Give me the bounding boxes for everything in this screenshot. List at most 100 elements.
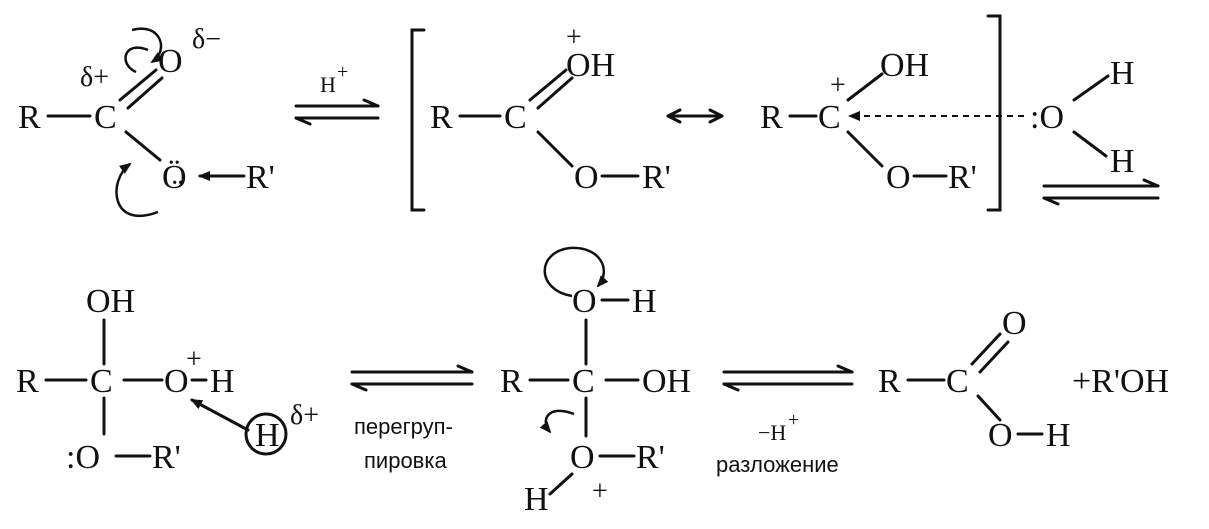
atom-r-prime: R' [152,439,181,476]
bond-c-o-ether [536,130,574,168]
bond-o-h-top [1072,74,1110,102]
charge-plus-o: + [592,476,608,507]
equilibrium-h-plus: H + [294,61,380,126]
circled-h-ring [244,412,288,456]
protonated-ester-a: R C OH + O R' [430,22,671,196]
charge-plus-c: + [830,70,846,101]
arrow-forward-head [362,98,380,108]
atom-oh: OH [642,363,691,400]
atom-h-circled: H [255,417,280,454]
product-alcohol: +R'OH [1072,363,1169,400]
atom-h-bottom: H [524,481,549,518]
bond-c-o-double-1 [528,68,568,102]
charge-delta-plus: δ+ [80,62,109,93]
equilibrium-rearrangement: перегруп- пировка [350,364,474,473]
tetrahedral-intermediate-b: O H R C OH O R' H + [500,246,691,518]
bracket-left [410,28,426,212]
atom-o-hydroxyl: O [988,417,1013,454]
bond-c-o-double-2 [536,76,574,110]
atom-o: O [886,159,911,196]
resonance-head-right [708,108,724,124]
atom-c: C [90,363,113,400]
bond-c-oh [976,394,1002,422]
atom-o-top: O [572,283,597,320]
lone-pair-dots: ¨ [172,173,183,210]
bond-c-oh [846,72,884,102]
charge-plus-o: + [186,344,202,375]
bond-c-o-double-1 [970,332,1002,366]
atom-r-prime: R' [948,159,977,196]
atom-r-prime: R' [636,439,665,476]
curved-arrow-ether [115,162,159,218]
ester-structure: R C δ+ O δ− Ö ¨ R' [18,24,275,218]
atom-r: R [878,363,901,400]
curved-arrow-oh [543,246,609,298]
atom-r: R [500,363,523,400]
atom-c: C [946,363,969,400]
atom-c: C [572,363,595,400]
reagent-h: H [320,72,336,97]
reagent-minus-h: −H [758,420,786,445]
resonance-arrow [666,108,724,124]
arrow-backward-head [350,382,368,392]
atom-h: H [1046,417,1071,454]
reagent-minus-h-sup: + [788,409,799,431]
equilibrium-decomposition: −H + разложение [716,364,854,477]
bond-c-o-double-2 [978,340,1010,374]
atom-o-protonated: O [164,363,189,400]
bond-o-h-bottom [548,472,574,496]
protonated-ester-b: R C + OH O R' [760,47,1024,196]
curved-arrow-carbonyl-top [124,46,149,74]
atom-c: C [504,99,527,136]
atom-r: R [16,363,39,400]
curved-arrow-cleavage [539,409,575,434]
carboxylic-acid: R C O O H +R'OH [878,305,1169,454]
atom-o-water: :O [1030,99,1064,136]
atom-h-top: H [632,283,657,320]
curved-arrow-carbonyl [131,27,164,64]
water-molecule: :O H H [1030,55,1135,180]
atom-h-bottom: H [1110,143,1135,180]
bond-o-h-bottom [1072,130,1108,158]
charge-plus-o: + [566,22,582,53]
atom-oh: OH [566,47,615,84]
tetrahedral-intermediate-a: OH R C O + H :O R' H δ+ [16,283,319,476]
bond-c-o-double-1 [118,68,158,102]
resonance-head-left [666,108,682,124]
atom-r: R [760,99,783,136]
label-decomposition: разложение [716,452,839,477]
bond-c-o-ether [124,130,162,162]
bond-c-o-ether [846,130,884,168]
atom-r-prime: R' [246,159,275,196]
bracket-right [986,14,1002,212]
label-rearrangement-1: перегруп- [354,414,453,439]
atom-r: R [430,99,453,136]
atom-o-bottom: O [570,439,595,476]
atom-c: C [94,99,117,136]
atom-h-top: H [1110,55,1135,92]
atom-o: O [574,159,599,196]
atom-o-ether: :O [66,439,100,476]
atom-c: C [818,99,841,136]
reagent-h-sup: + [337,61,348,83]
atom-h: H [210,363,235,400]
charge-delta-plus: δ+ [290,400,319,431]
resonance-brackets [410,14,1002,212]
atom-o-carbonyl: O [1002,305,1027,342]
label-rearrangement-2: пировка [364,448,447,473]
atom-r-prime: R' [642,159,671,196]
arrow-backward-head [1042,196,1060,206]
bond-c-o-double-2 [126,76,164,110]
arrow-backward-head [722,382,740,392]
arrow-forward-head [456,364,474,374]
arrow-backward-head [294,116,312,126]
atom-o-ether: Ö [162,159,187,196]
atom-r: R [18,99,41,136]
atom-oh: OH [880,47,929,84]
equilibrium-right [1042,178,1160,206]
charge-delta-minus: δ− [192,24,221,55]
arrow-forward-head [1142,178,1160,188]
arrow-h-to-o [190,398,250,432]
atom-oh-top: OH [86,283,135,320]
